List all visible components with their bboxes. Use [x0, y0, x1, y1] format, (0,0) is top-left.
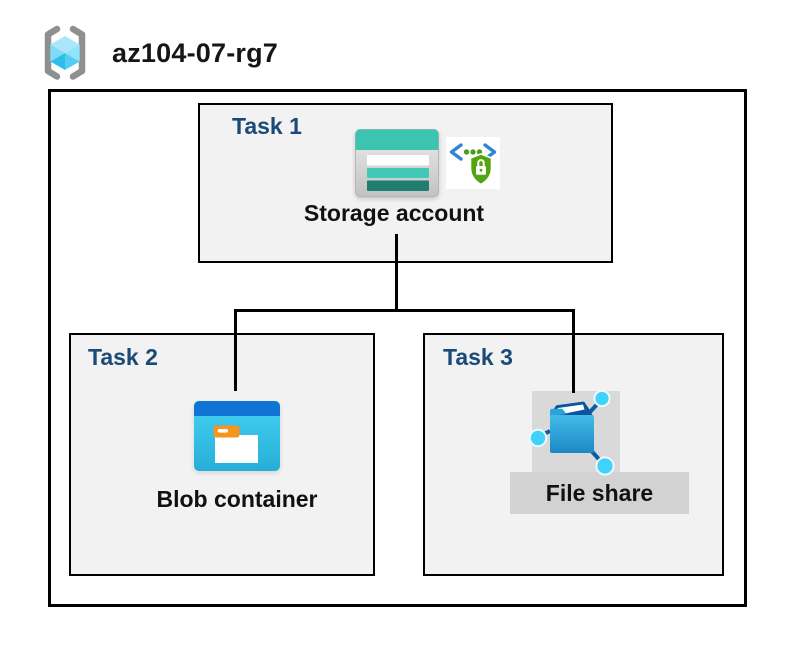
task1-box: Task 1 Storage account [198, 103, 613, 263]
file-share-label-background: File share [510, 472, 689, 514]
resource-group-name: az104-07-rg7 [112, 37, 278, 68]
task2-box: Task 2 Blob container [69, 333, 375, 576]
storage-account-label: Storage account [303, 200, 485, 226]
connector-horizontal [234, 309, 575, 312]
resource-group-icon [44, 25, 86, 80]
connector-to-fileshare [572, 309, 575, 393]
blob-container-icon [194, 401, 280, 471]
connector-storage-down [395, 234, 398, 312]
connector-to-blob [234, 309, 237, 391]
storage-account-icon [355, 129, 439, 197]
file-share-label: File share [545, 479, 654, 506]
task3-label: Task 3 [443, 344, 513, 370]
resource-group-header: az104-07-rg7 [36, 24, 278, 82]
file-share-icon [528, 389, 615, 476]
task1-label: Task 1 [232, 113, 302, 139]
sas-security-icon [446, 137, 500, 189]
blob-container-label: Blob container [156, 486, 318, 512]
task2-label: Task 2 [88, 344, 158, 370]
